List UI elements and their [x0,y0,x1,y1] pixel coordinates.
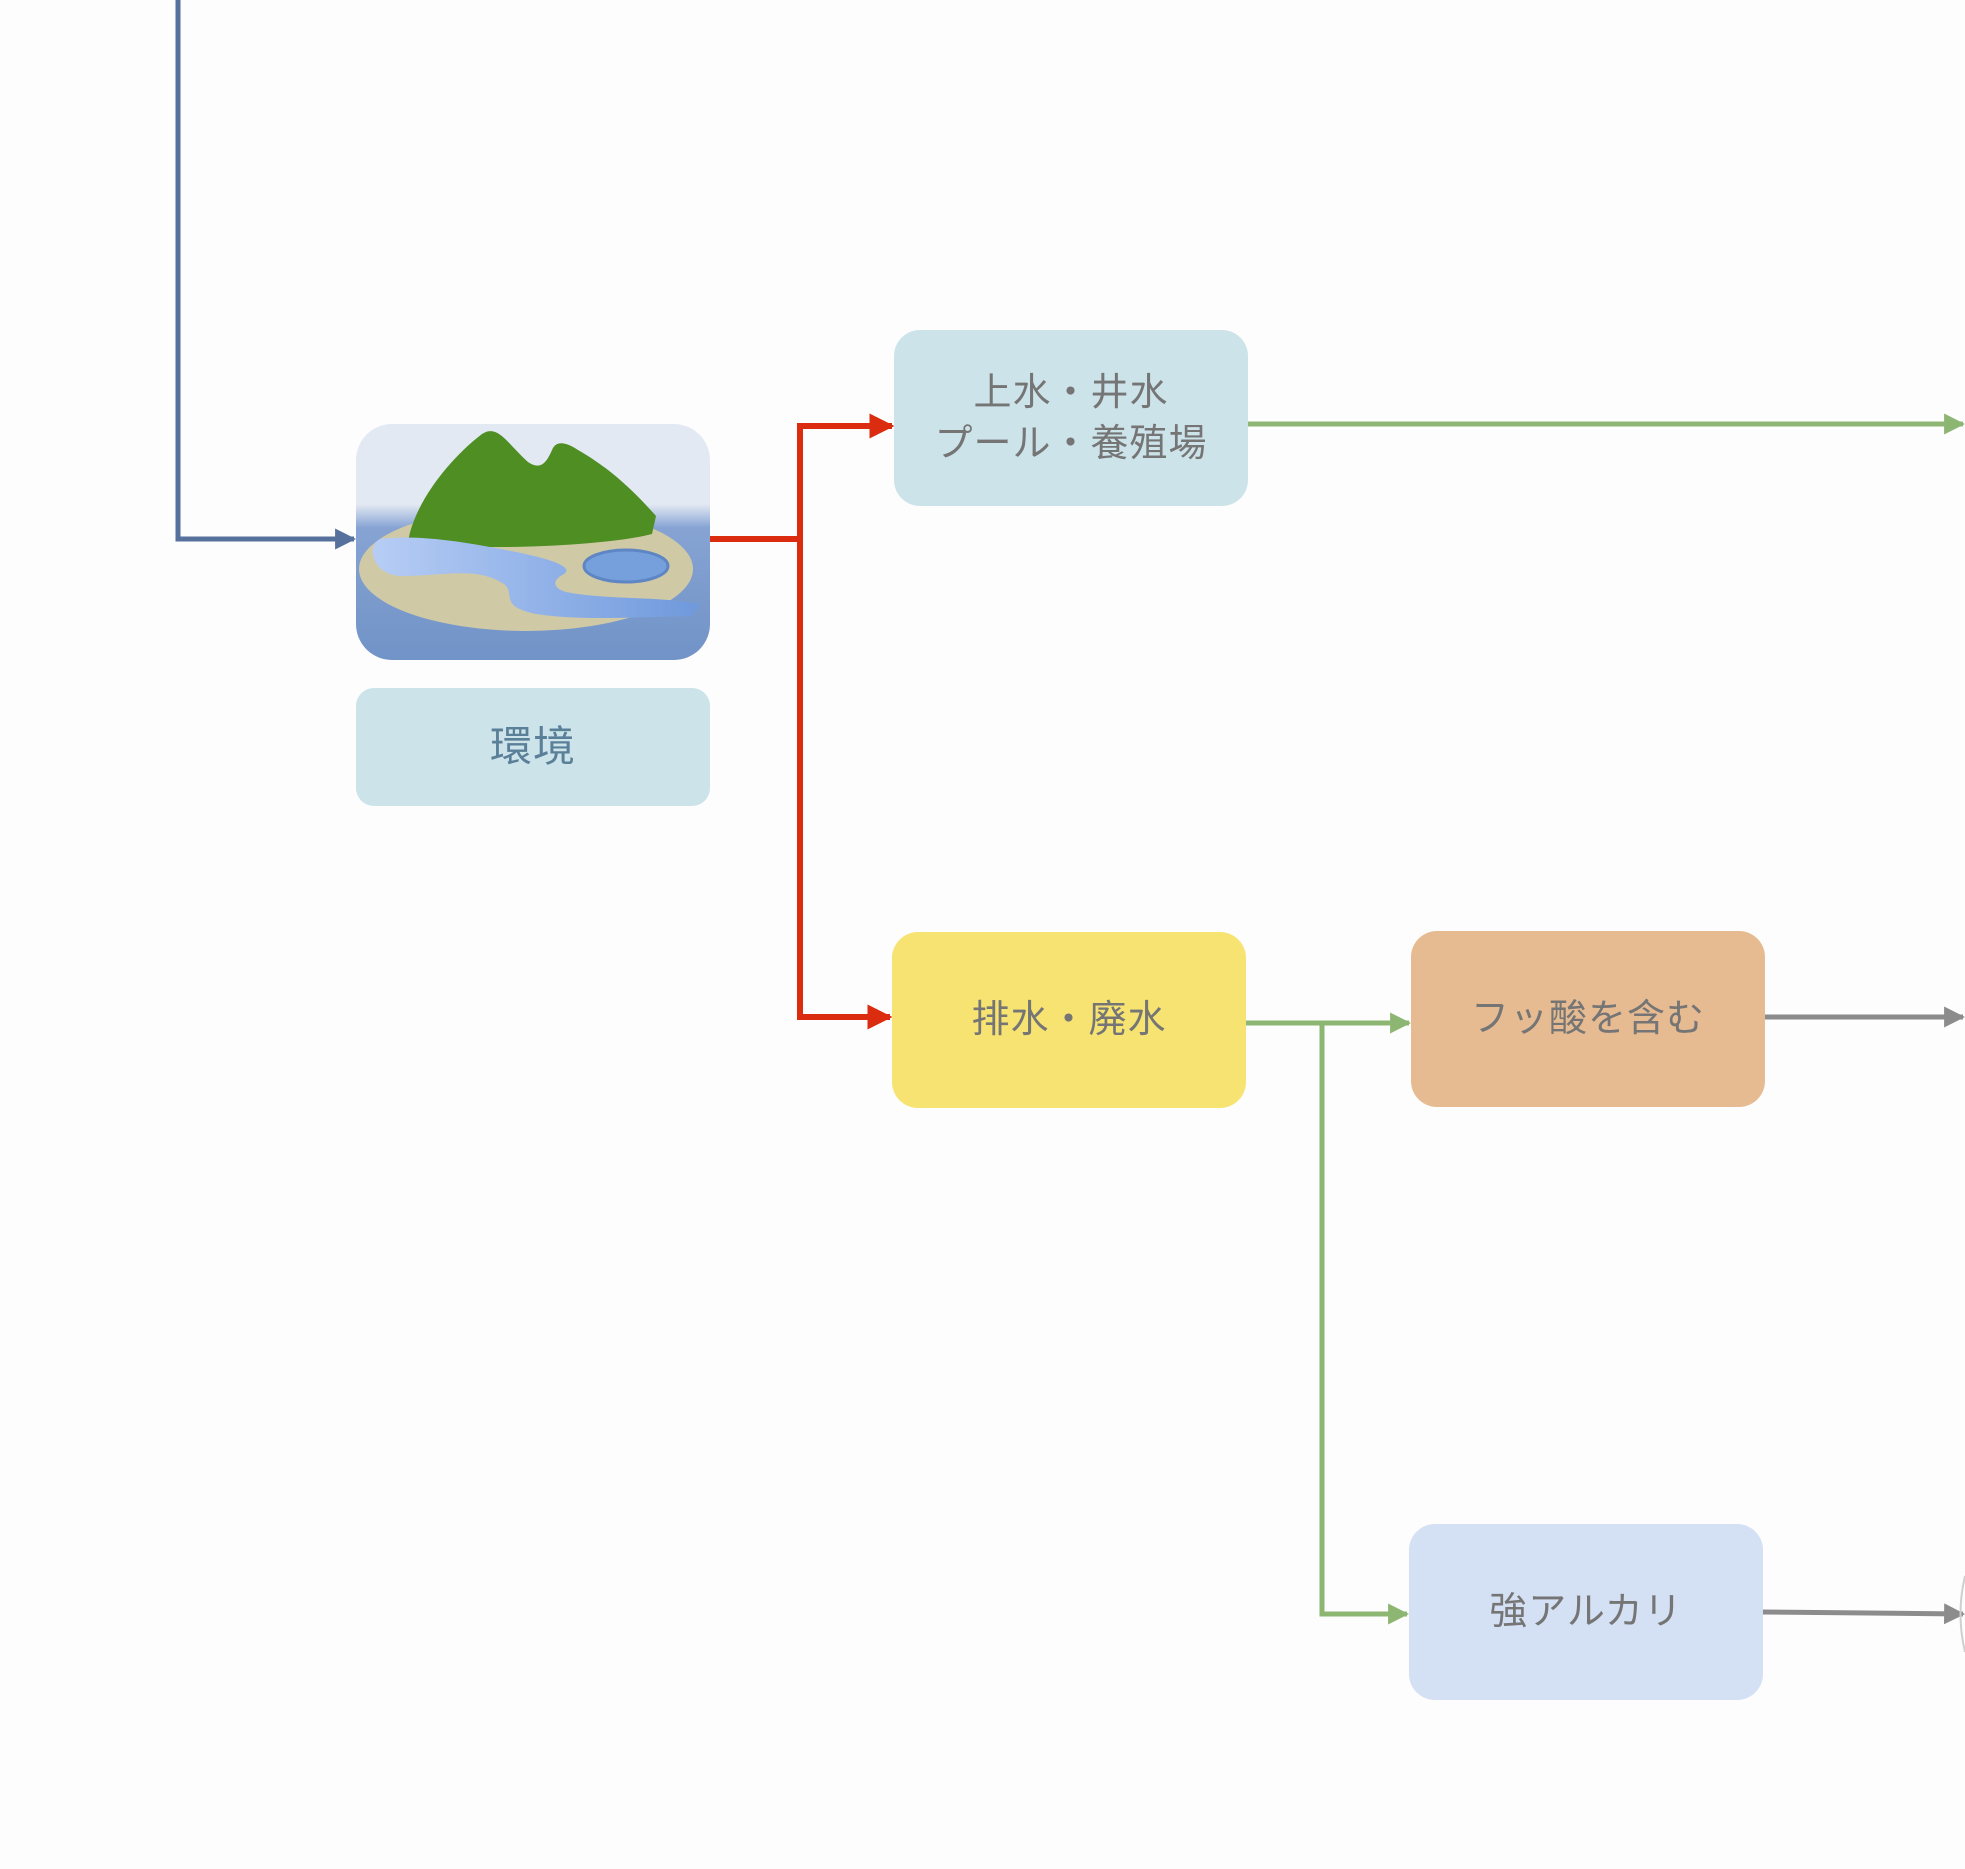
environment-to-clean-water-arrow [710,413,895,542]
alkali-outgoing-arrow [1761,1603,1965,1625]
wastewater-label: 排水・廃水 [971,997,1167,1042]
wastewater-node[interactable]: 排水・廃水 [892,932,1246,1108]
island-landscape-icon [356,424,710,660]
clean-water-line1: 上水・井水 [973,369,1169,414]
wastewater-to-alkali-arrow [1319,1023,1410,1625]
clean-water-line2: プール・養殖場 [934,421,1208,465]
environment-to-wastewater-arrow [797,539,893,1030]
environment-label: 環境 [356,688,710,806]
incoming-arrow [175,0,357,550]
hydrofluoric-node[interactable]: フッ酸を含む [1411,931,1765,1107]
clean-water-node[interactable]: 上水・井水 プール・養殖場 [894,330,1248,506]
environment-label-text: 環境 [489,721,576,771]
strong-alkali-node[interactable]: 強アルカリ [1409,1524,1763,1700]
offscreen-node-edge [1959,1575,1965,1653]
strong-alkali-label: 強アルカリ [1489,1589,1683,1634]
hydrofluoric-label: フッ酸を含む [1470,996,1705,1041]
